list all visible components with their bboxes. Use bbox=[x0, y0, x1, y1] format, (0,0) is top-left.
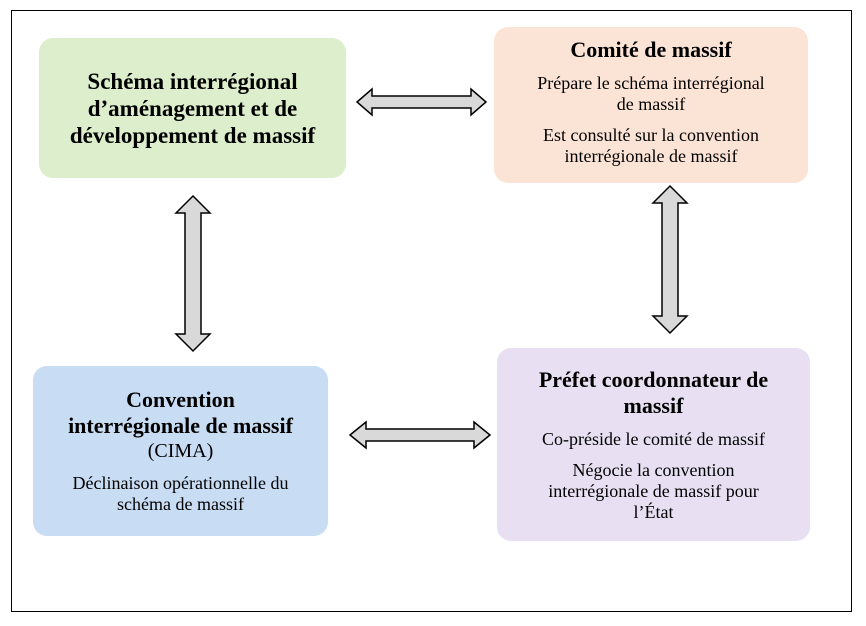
prefet-title-line2: massif bbox=[623, 392, 684, 418]
comite-line2: de massif bbox=[616, 94, 686, 114]
diagram-frame bbox=[11, 10, 852, 612]
prefet-line2: Négocie la convention bbox=[572, 459, 735, 480]
cima-line1: Déclinaison opérationnelle du bbox=[72, 473, 289, 493]
comite-line1: Prépare le schéma interrégional bbox=[537, 73, 765, 93]
schema-title-line1: Schéma interrégional bbox=[87, 68, 298, 94]
prefet-line4: l’État bbox=[633, 501, 674, 522]
cima-title-line2: interrégionale de massif bbox=[68, 413, 293, 438]
prefet-line3: interrégionale de massif pour bbox=[548, 480, 759, 501]
prefet-title-line1: Préfet coordonnateur de bbox=[538, 366, 769, 392]
comite-line4: interrégionale de massif bbox=[564, 146, 738, 166]
cima-abbr: (CIMA) bbox=[147, 440, 214, 462]
cima-box: Convention interrégionale de massif (CIM… bbox=[33, 366, 328, 536]
comite-title: Comité de massif bbox=[570, 37, 732, 62]
schema-box: Schéma interrégional d’aménagement et de… bbox=[39, 38, 346, 178]
schema-title-line2: d’aménagement et de bbox=[87, 95, 298, 121]
comite-line3: Est consulté sur la convention bbox=[543, 125, 759, 145]
cima-title-line1: Convention bbox=[126, 387, 235, 412]
schema-title-line3: développement de massif bbox=[69, 122, 316, 148]
prefet-line1: Co-préside le comité de massif bbox=[542, 428, 765, 449]
cima-line2: schéma de massif bbox=[117, 494, 244, 514]
comite-box: Comité de massif Prépare le schéma inter… bbox=[494, 27, 808, 183]
prefet-box: Préfet coordonnateur de massif Co-présid… bbox=[497, 348, 810, 541]
